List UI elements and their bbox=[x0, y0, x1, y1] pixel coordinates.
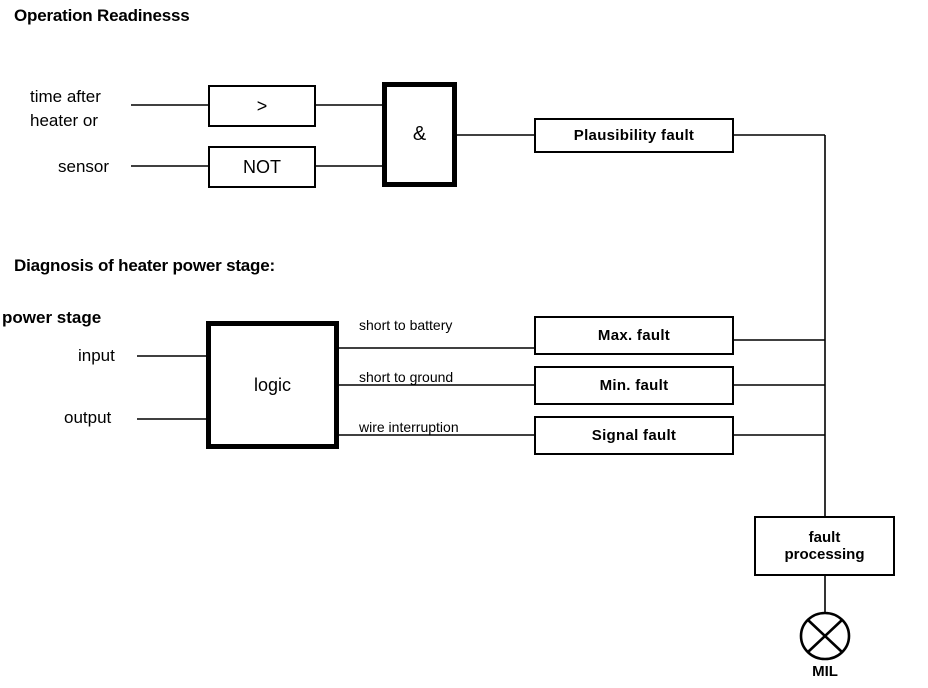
input-label-time-after-line1: time after bbox=[30, 87, 101, 106]
and-gate-label: & bbox=[412, 123, 427, 145]
min-fault-box[interactable]: Min. fault bbox=[534, 366, 734, 405]
fault-processing-label-line1: fault bbox=[808, 528, 841, 546]
comparator-block-label: > bbox=[256, 95, 268, 116]
input-label-input: input bbox=[78, 346, 115, 365]
signal-fault-label: Signal fault bbox=[591, 426, 677, 444]
group-label-power-stage: power stage bbox=[2, 308, 102, 327]
mil-caption: MIL bbox=[812, 663, 838, 680]
comparator-block-greater-than[interactable]: > bbox=[208, 85, 316, 127]
min-fault-label: Min. fault bbox=[599, 376, 669, 394]
section-title-diagnosis-heater-power-stage: Diagnosis of heater power stage: bbox=[14, 256, 275, 275]
not-gate-label: NOT bbox=[243, 156, 281, 177]
max-fault-box[interactable]: Max. fault bbox=[534, 316, 734, 355]
fault-processing-label-line2: processing bbox=[784, 546, 865, 563]
input-label-output: output bbox=[64, 408, 112, 427]
and-gate-block[interactable]: & bbox=[382, 82, 457, 187]
wire-label-short-to-battery: short to battery bbox=[359, 317, 453, 333]
fault-processing-box[interactable]: fault processing bbox=[754, 516, 895, 576]
max-fault-label: Max. fault bbox=[597, 326, 671, 344]
mil-lamp-icon bbox=[799, 611, 851, 661]
input-label-time-after-line2: heater or bbox=[30, 111, 99, 130]
plausibility-fault-box[interactable]: Plausibility fault bbox=[534, 118, 734, 153]
fault-processing-label: fault processing bbox=[784, 529, 864, 564]
wire-label-short-to-ground: short to ground bbox=[359, 369, 454, 385]
not-gate-block[interactable]: NOT bbox=[208, 146, 316, 188]
input-label-sensor: sensor bbox=[58, 157, 110, 176]
wire-label-wire-interruption: wire interruption bbox=[359, 419, 459, 435]
section-title-operation-readiness: Operation Readinesss bbox=[14, 6, 190, 25]
logic-block-label: logic bbox=[253, 374, 292, 395]
plausibility-fault-label: Plausibility fault bbox=[573, 126, 695, 144]
input-label-time-after-heater: time after heater or bbox=[30, 88, 101, 129]
signal-fault-box[interactable]: Signal fault bbox=[534, 416, 734, 455]
logic-block[interactable]: logic bbox=[206, 321, 339, 449]
